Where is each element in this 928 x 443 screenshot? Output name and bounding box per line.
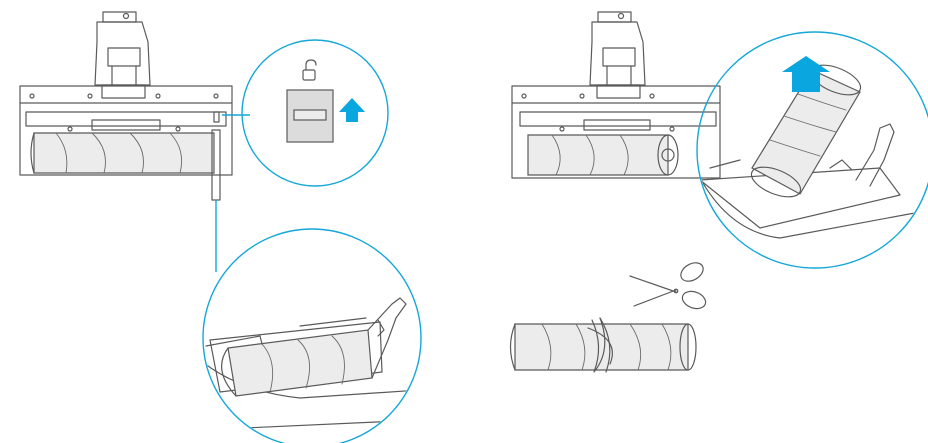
unlock-callout bbox=[241, 39, 389, 187]
right-floor-head bbox=[511, 11, 721, 179]
left-floor-head bbox=[19, 11, 233, 201]
lift-roller-callout bbox=[696, 31, 928, 269]
unlock-icon bbox=[302, 59, 317, 81]
lift-arrow-icon bbox=[782, 56, 830, 92]
roller-closeup-callout bbox=[202, 228, 422, 443]
scissors-icon bbox=[629, 262, 707, 310]
arrow-up-icon bbox=[339, 98, 365, 122]
roller-brush-icon bbox=[509, 317, 697, 373]
slide-latch-icon bbox=[286, 89, 334, 143]
